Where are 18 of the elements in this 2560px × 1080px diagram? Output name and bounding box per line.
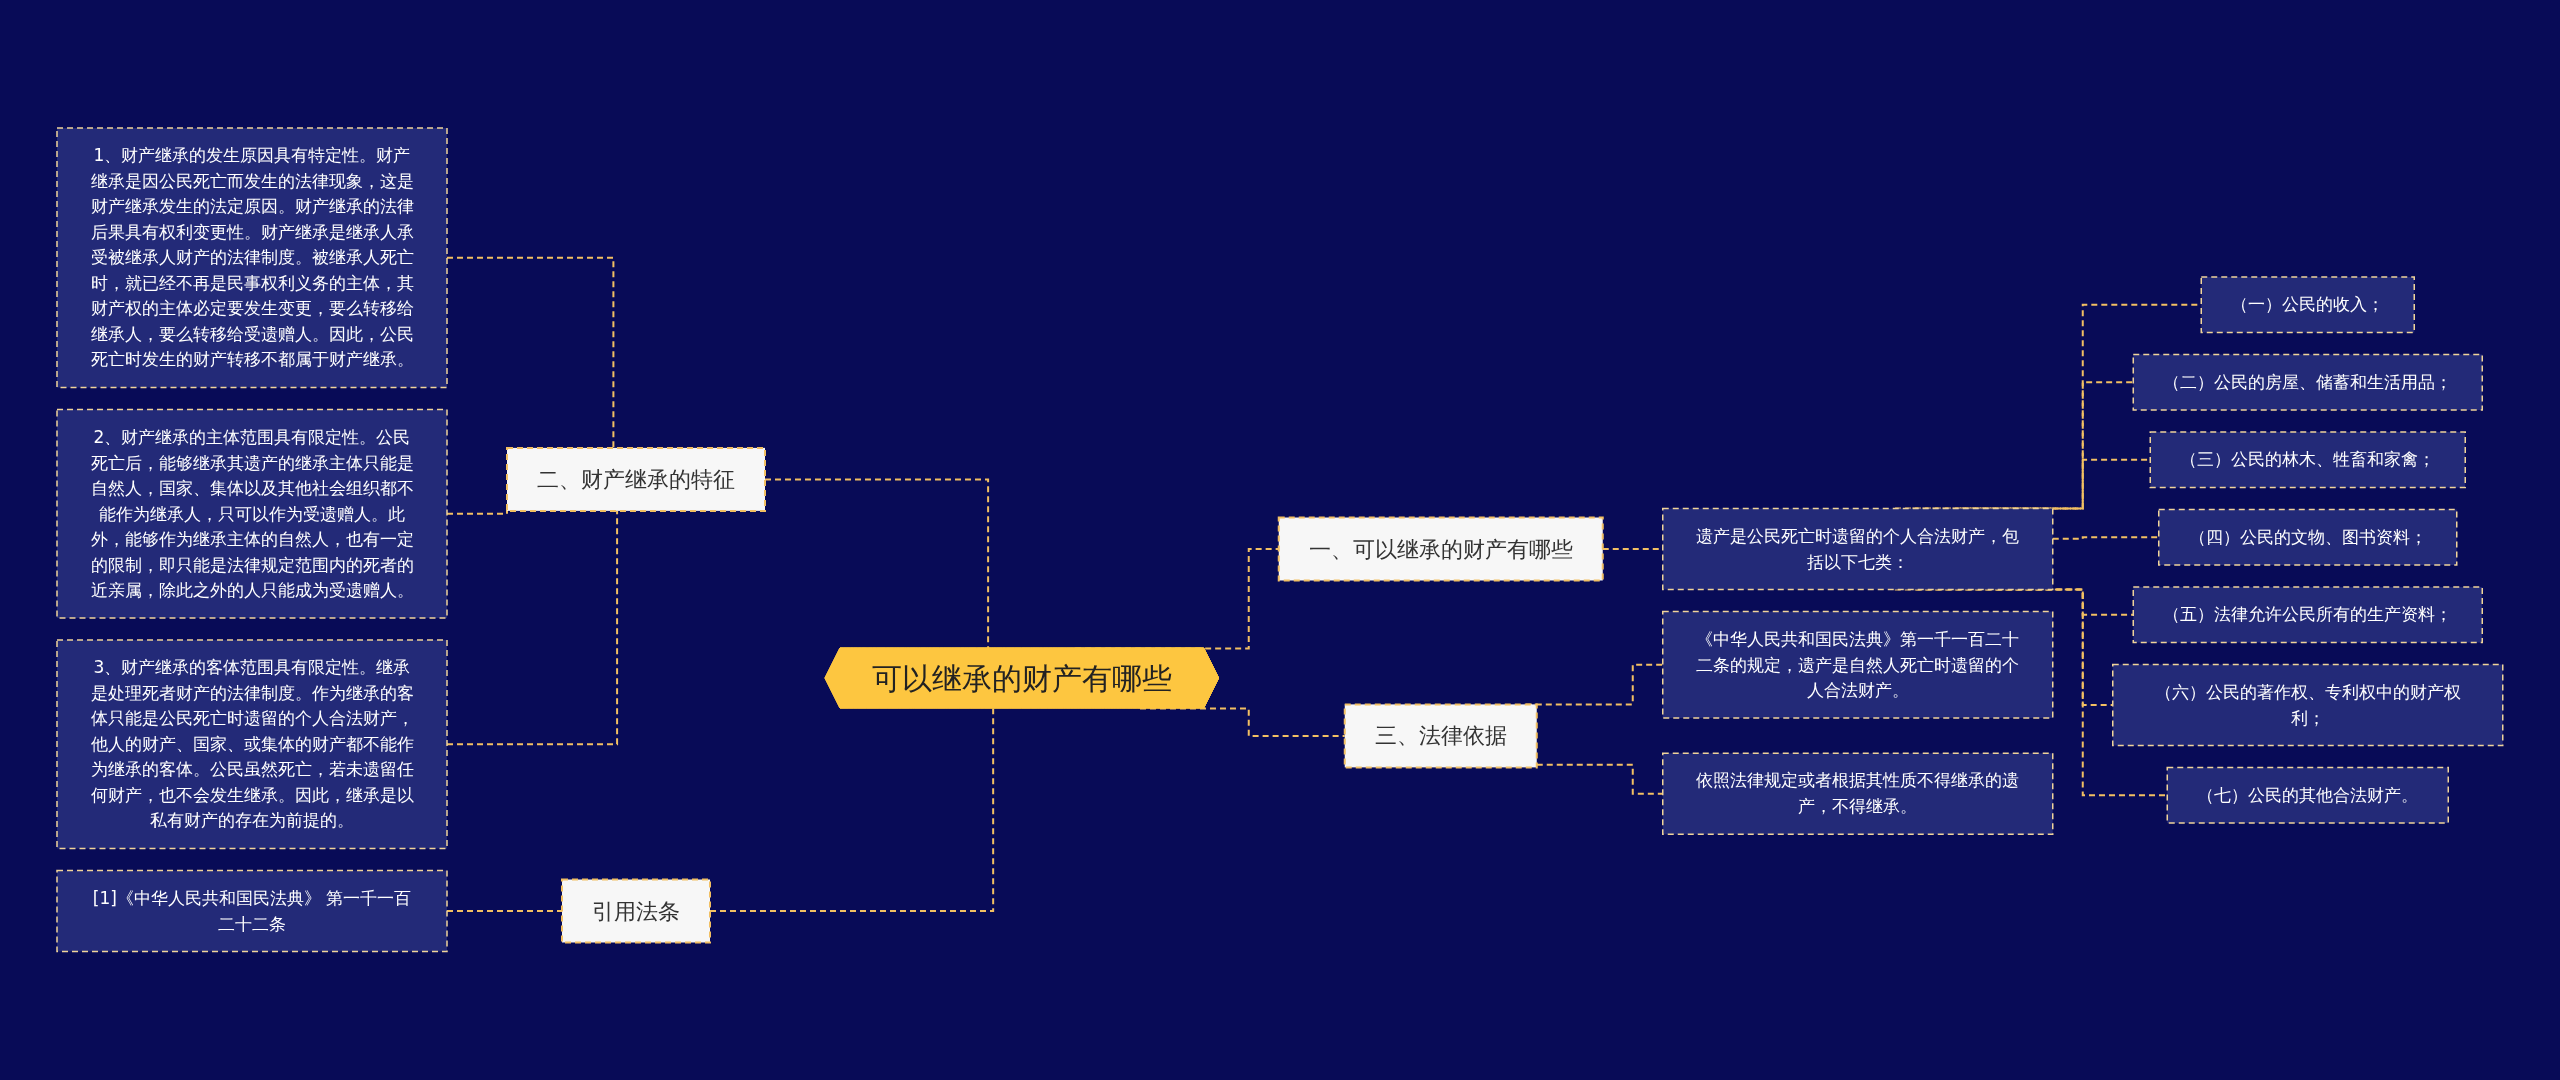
node-box: 3、财产继承的客体范围具有限定性。继承是处理死者财产的法律制度。作为继承的客体只能是公民死亡时遗留的个人合法财产，他人的财产、国家、或集体的财产都不能作为继承的客体。公民虽然死亡，若未遗留任何财产，也不会发生继承。因此，继承是以私有财产的存在为前提的。: [56, 639, 448, 850]
node-box: （五）法律允许公民所有的生产资料；: [2132, 586, 2484, 644]
node-box: 《中华人民共和国民法典》第一千一百二十二条的规定，遗产是自然人死亡时遗留的个人合法财产。: [1662, 611, 2054, 719]
node-box: 二、财产继承的特征: [506, 447, 767, 513]
node-box: 一、可以继承的财产有哪些: [1277, 516, 1604, 582]
node-box: 依照法律规定或者根据其性质不得继承的遗产，不得继承。: [1662, 752, 2054, 836]
node-box: 三、法律依据: [1343, 703, 1538, 769]
node-box: （七）公民的其他合法财产。: [2166, 767, 2450, 824]
node-box: [1]《中华人民共和国民法典》 第一千一百二十二条: [56, 870, 448, 953]
node-box: 引用法条: [561, 878, 712, 944]
node-box: （四）公民的文物、图书资料；: [2158, 509, 2458, 566]
node-box: （二）公民的房屋、储蓄和生活用品；: [2132, 354, 2484, 411]
node-box: 遗产是公民死亡时遗留的个人合法财产，包括以下七类：: [1662, 508, 2054, 591]
node-box: 2、财产继承的主体范围具有限定性。公民死亡后，能够继承其遗产的继承主体只能是自然人，国家、集体以及其他社会组织都不能作为继承人，只可以作为受遗赠人。此外，能够作为继承主体的自然人，也有一定的限制，即只能是法律规定范围内的死者的近亲属，除此之外的人只能成为受遗赠人。: [56, 409, 448, 619]
node-box: （六）公民的著作权、专利权中的财产权利；: [2112, 664, 2504, 747]
node-box: （一）公民的收入；: [2200, 276, 2416, 334]
node-box: （三）公民的林木、牲畜和家禽；: [2149, 431, 2467, 489]
node-box: 1、财产继承的发生原因具有特定性。财产继承是因公民死亡而发生的法律现象，这是财产继承发生的法定原因。财产继承的法律后果具有权利变更性。财产继承是继承人承受被继承人财产的法律制度。被继承人死亡时，就已经不再是民事权利义务的主体，其财产权的主体必定要发生变更，要么转移给继承人，要么转移给受遗赠人。因此，公民死亡时发生的财产转移不都属于财产继承。: [56, 127, 448, 389]
